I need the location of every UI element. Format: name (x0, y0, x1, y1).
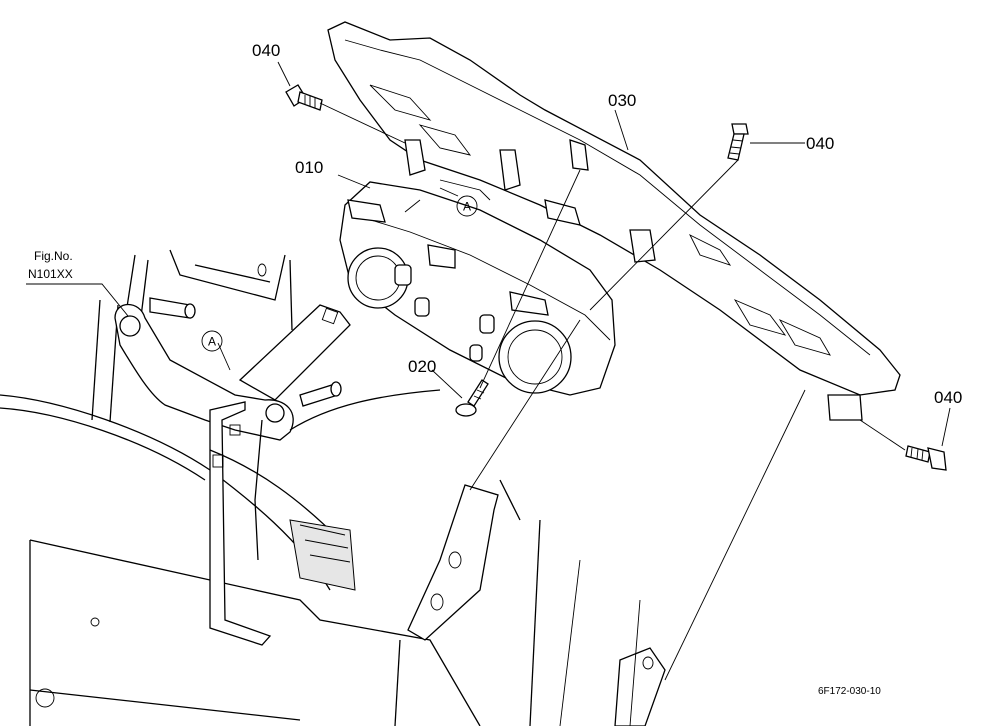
part-label-040-bottom-right: 040 (934, 388, 962, 407)
part-label-020: 020 (408, 357, 436, 376)
leader-lines (26, 61, 951, 681)
part-label-040-top-left: 040 (252, 41, 280, 60)
part-label-040-top-right: 040 (806, 134, 834, 153)
reference-marker-a-lower: A (201, 330, 223, 352)
reference-marker-a-upper: A (456, 195, 478, 217)
bolt-top-left (285, 84, 323, 111)
svg-text:A: A (463, 200, 471, 214)
fig-ref-line1: Fig.No. (34, 249, 73, 263)
machine-frame (0, 249, 666, 726)
svg-text:A: A (208, 335, 216, 349)
part-label-030: 030 (608, 91, 636, 110)
fig-ref-line2: N101XX (28, 267, 73, 281)
bolt-top-right (727, 123, 749, 161)
meter-panel-part (339, 181, 616, 396)
bracket-part (327, 21, 901, 421)
part-label-010: 010 (295, 158, 323, 177)
bolt-bottom-right (905, 445, 947, 471)
screw-part (455, 379, 489, 417)
drawing-number: 6F172-030-10 (818, 686, 881, 697)
